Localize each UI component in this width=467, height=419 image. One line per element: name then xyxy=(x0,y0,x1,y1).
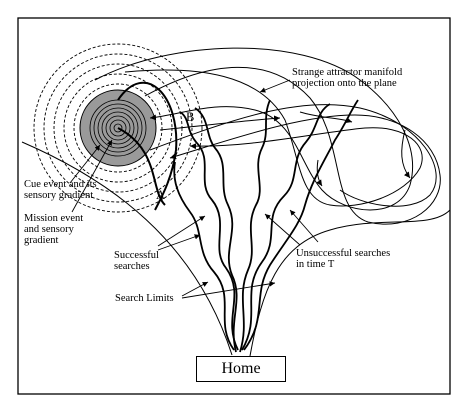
cue-event-label: Cue event and its sensory gradient xyxy=(24,179,97,201)
mission-gradient-rings xyxy=(89,99,147,157)
mission-event-label: Mission event and sensory gradient xyxy=(24,213,84,246)
successful-searches-label: Successful searches xyxy=(114,250,159,272)
search-limit-curves xyxy=(21,141,451,357)
attractor-label: Strange attractor manifold projection on… xyxy=(292,67,403,89)
diagram-frame xyxy=(17,17,451,395)
search-limits-label: Search Limits xyxy=(115,293,174,304)
home-box: Home xyxy=(196,356,286,382)
unsuccessful-searches-label: Unsuccessful searches in time T xyxy=(296,248,391,270)
pointer-lines xyxy=(69,79,319,299)
search-arcs xyxy=(117,81,178,211)
attractor-loops xyxy=(94,47,441,225)
search-paths xyxy=(173,99,359,353)
label-a: A xyxy=(156,188,166,202)
label-b: B xyxy=(186,110,195,124)
